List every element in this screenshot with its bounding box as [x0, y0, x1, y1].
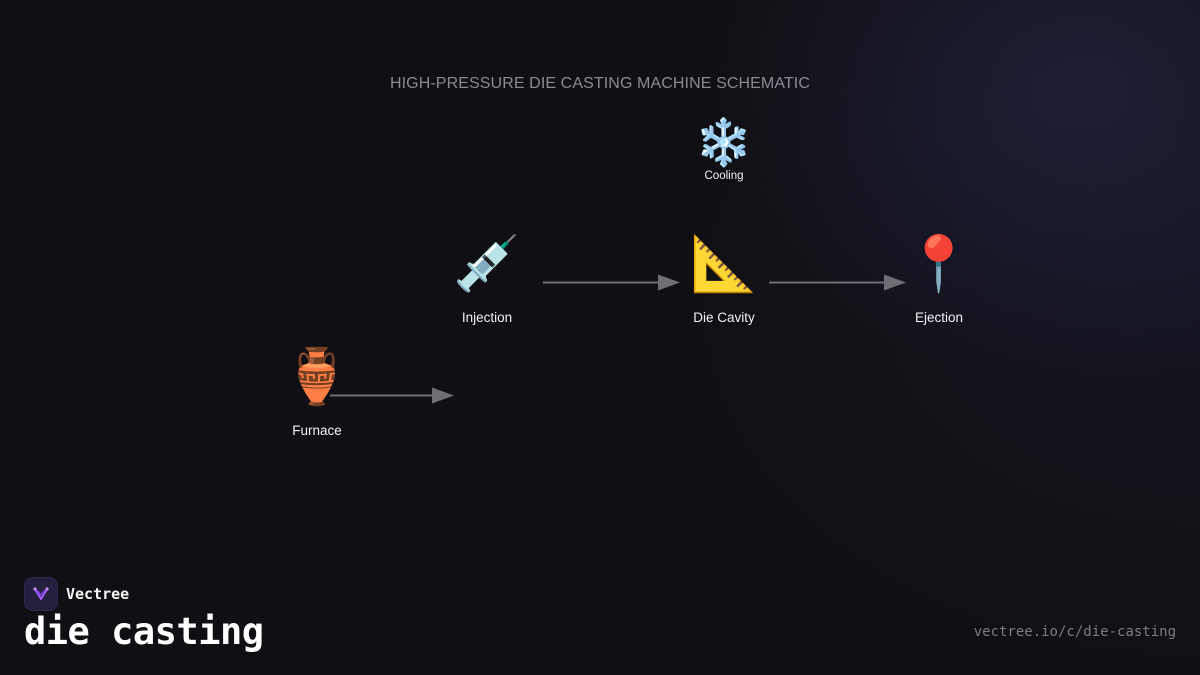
node-label-ejection: Ejection [914, 310, 964, 325]
node-die-cavity[interactable]: 📐 Die Cavity [654, 232, 794, 325]
round-pushpin-icon: 📍 [905, 232, 973, 295]
node-label-furnace: Furnace [292, 423, 342, 438]
snowflake-icon: ❄️ [695, 115, 753, 169]
amphora-icon: 🏺 [283, 345, 351, 408]
diagram-title: HIGH-PRESSURE DIE CASTING MACHINE SCHEMA… [389, 75, 811, 92]
brand: Vectree [24, 577, 129, 611]
node-cooling[interactable]: ❄️ Cooling [654, 116, 794, 182]
vectree-logo-icon [24, 577, 58, 611]
brand-name: Vectree [66, 585, 130, 603]
node-furnace[interactable]: 🏺 Furnace [247, 345, 387, 438]
node-injection[interactable]: 💉 Injection [417, 232, 557, 325]
node-label-cooling: Cooling [704, 170, 744, 182]
topic-title: die casting [24, 610, 264, 653]
node-label-injection: Injection [461, 310, 513, 325]
node-label-die-cavity: Die Cavity [693, 310, 755, 325]
page-url[interactable]: vectree.io/c/die-casting [973, 624, 1176, 640]
triangular-ruler-icon: 📐 [690, 232, 758, 295]
node-ejection[interactable]: 📍 Ejection [869, 232, 1009, 325]
syringe-icon: 💉 [453, 232, 521, 295]
